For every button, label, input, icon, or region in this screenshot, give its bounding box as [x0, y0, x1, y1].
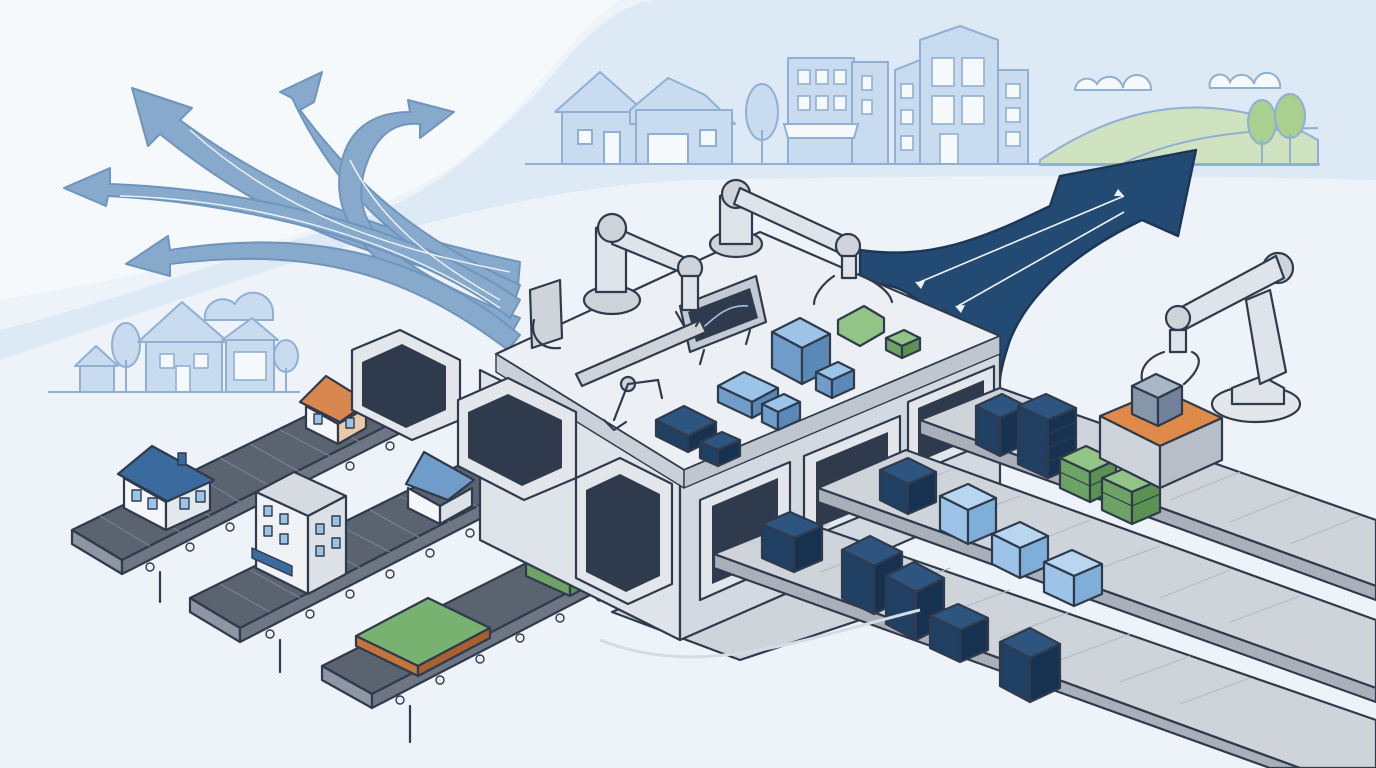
robot-arm-icon	[582, 212, 706, 328]
modular-block-icon	[354, 596, 492, 678]
incoming-arrow-icon	[125, 235, 521, 351]
ground-shadow	[599, 608, 921, 659]
modular-block-icon	[698, 430, 742, 468]
modular-block-icon	[836, 304, 886, 348]
modular-block-icon	[716, 370, 780, 420]
house-icon	[116, 444, 216, 532]
house-icon	[554, 71, 646, 165]
modular-block-icon	[760, 392, 802, 432]
robot-arm-icon	[1098, 251, 1302, 490]
modular-block-icon	[760, 510, 824, 574]
cloud-icon	[203, 291, 274, 321]
tree-icon	[745, 83, 779, 164]
arrow-streamlines	[119, 129, 511, 309]
incoming-arrow-icon	[63, 167, 521, 319]
tree-icon	[1247, 99, 1277, 164]
modular-block-icon	[654, 404, 718, 454]
modular-block-icon	[990, 520, 1050, 580]
building-icon	[894, 25, 1029, 165]
skyline-left	[48, 291, 300, 393]
house-icon	[298, 374, 370, 446]
house-icon	[221, 317, 279, 393]
tree-icon	[1274, 93, 1306, 164]
modular-block-icon	[928, 602, 990, 664]
skyline-suburb	[525, 25, 1320, 166]
robot-arm-icon	[708, 178, 894, 306]
modular-block-icon	[938, 482, 998, 546]
tree-icon	[111, 322, 141, 392]
building-icon	[251, 470, 348, 596]
input-port	[456, 376, 578, 502]
house-icon	[629, 77, 736, 165]
input-port	[574, 456, 674, 606]
modular-block-icon	[814, 360, 856, 400]
input-port	[350, 328, 462, 442]
modular-block-icon	[884, 328, 922, 360]
robot-arm-icon	[602, 375, 664, 432]
modular-block-icon	[1042, 548, 1104, 608]
house-icon	[137, 301, 229, 393]
modular-block-icon	[878, 456, 938, 516]
building-icon	[782, 57, 889, 165]
cloud-icon	[1073, 73, 1153, 91]
house-icon	[404, 450, 476, 526]
modular-block-icon	[998, 626, 1062, 704]
cloud-icon	[1208, 71, 1282, 89]
tree-icon	[273, 339, 299, 392]
